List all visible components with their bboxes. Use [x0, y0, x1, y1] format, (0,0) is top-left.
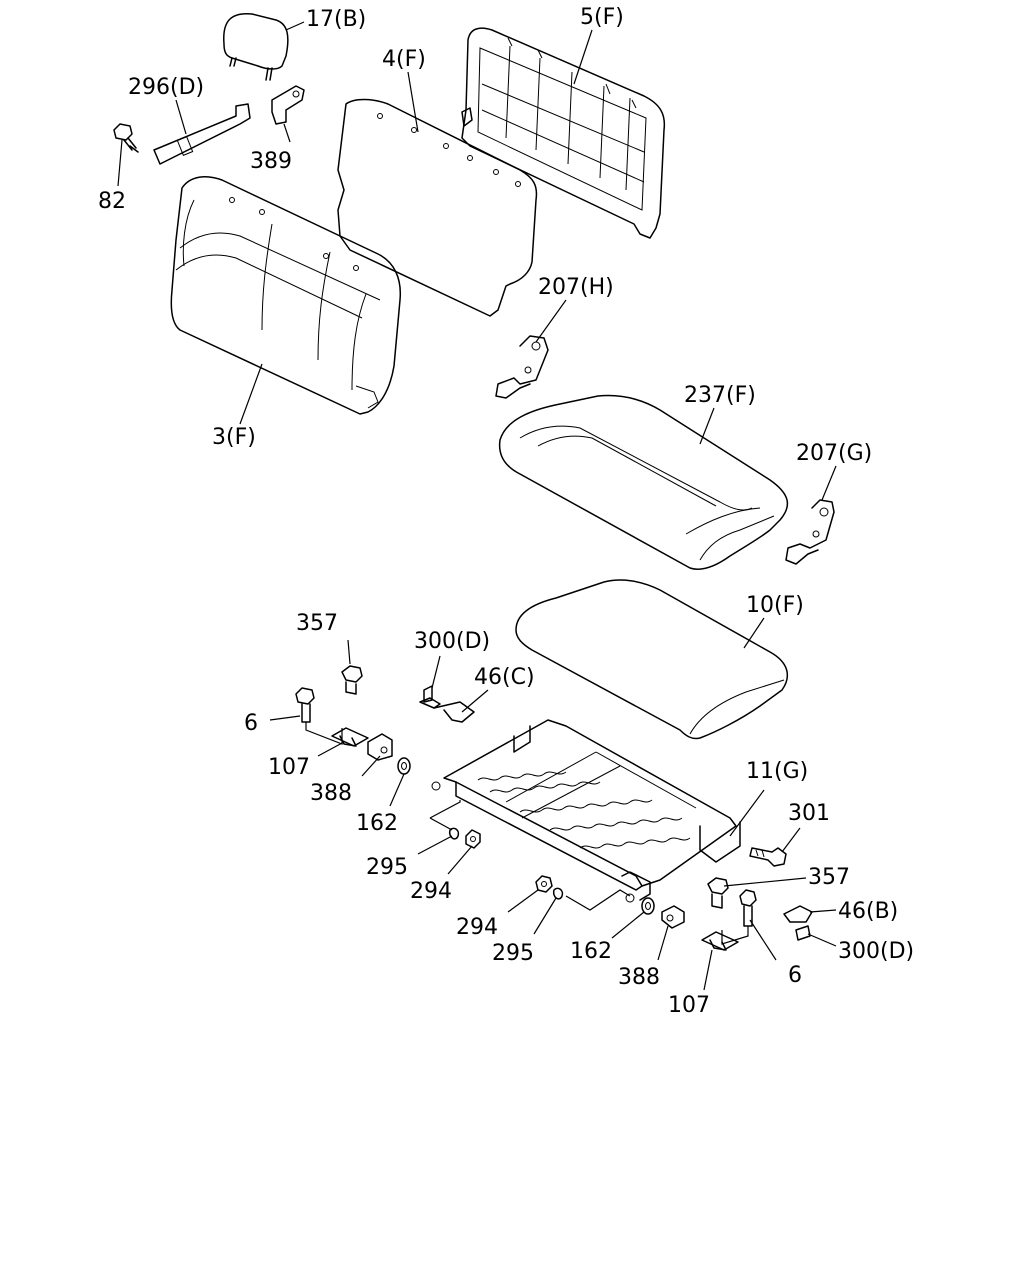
label-237f: 237(F) [684, 383, 756, 408]
seat-frame-11g-part [431, 719, 741, 903]
cushion-cover-237f-part [498, 394, 789, 570]
seatback-frame-5f-part [461, 27, 666, 239]
bracket-389-part [271, 85, 305, 125]
label-11g: 11(G) [746, 759, 808, 784]
label-357-right: 357 [808, 865, 850, 890]
hinge-207g-part [785, 499, 835, 565]
label-301: 301 [788, 801, 830, 826]
label-294-right: 294 [456, 915, 498, 940]
label-10f: 10(F) [746, 593, 804, 618]
leader-lines [117, 21, 837, 991]
label-46c: 46(C) [474, 665, 535, 690]
label-357-top: 357 [296, 611, 338, 636]
bolt-82-part [113, 123, 139, 153]
label-300d-top: 300(D) [414, 629, 490, 654]
label-107-right: 107 [668, 993, 710, 1018]
label-207h: 207(H) [538, 275, 614, 300]
right-mounting-hardware [535, 875, 813, 951]
hinge-207h-part [495, 335, 549, 399]
label-388-left: 388 [310, 781, 352, 806]
label-300d-bottom: 300(D) [838, 939, 914, 964]
label-162-left: 162 [356, 811, 398, 836]
label-296d: 296(D) [128, 75, 204, 100]
label-294-left: 294 [410, 879, 452, 904]
strap-296d-part [153, 103, 251, 165]
label-6-right: 6 [788, 963, 802, 988]
label-162-right: 162 [570, 939, 612, 964]
cushion-pad-10f-part [515, 579, 789, 740]
label-46b: 46(B) [838, 899, 898, 924]
label-4f: 4(F) [382, 47, 426, 72]
label-82: 82 [98, 189, 126, 214]
label-389: 389 [250, 149, 292, 174]
label-207g: 207(G) [796, 441, 872, 466]
label-5f: 5(F) [580, 5, 624, 30]
bolt-301-part [749, 847, 787, 867]
headrest-part [223, 12, 289, 81]
label-3f: 3(F) [212, 425, 256, 450]
label-295-right: 295 [492, 941, 534, 966]
label-6-left: 6 [244, 711, 258, 736]
back-panel-4f-part [337, 98, 538, 317]
clip-46c-part [419, 685, 475, 723]
label-295-left: 295 [366, 855, 408, 880]
seatback-cover-3f-part [170, 175, 402, 415]
label-388-right: 388 [618, 965, 660, 990]
label-107-left: 107 [268, 755, 310, 780]
label-17b: 17(B) [306, 7, 366, 32]
part-labels: 17(B) 5(F) 4(F) 296(D) 389 82 207(H) 3(F… [98, 5, 914, 1018]
